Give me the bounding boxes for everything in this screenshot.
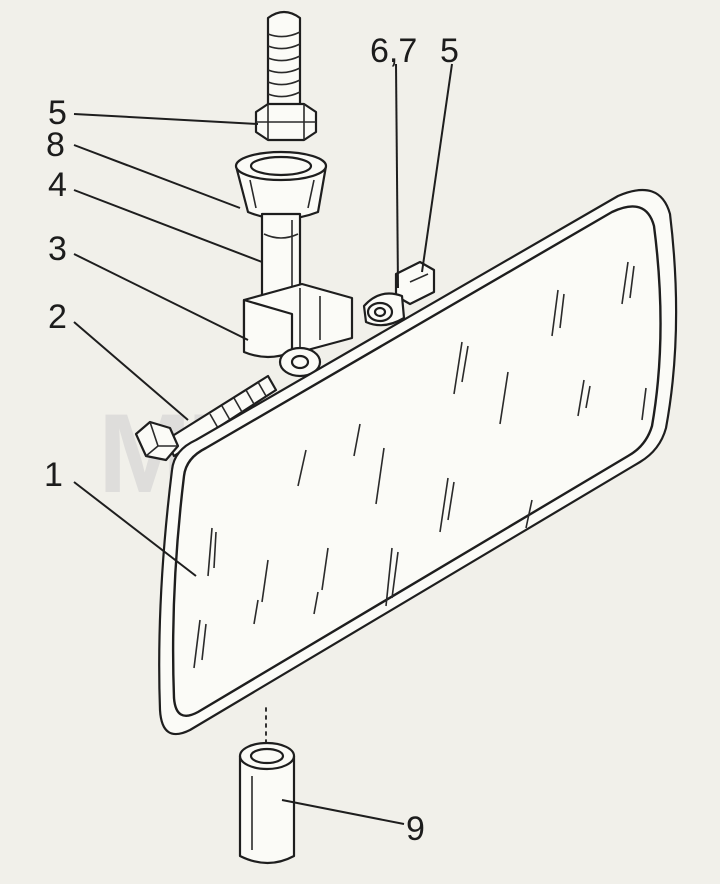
leader-1 <box>73 481 197 577</box>
bolt-icon <box>134 374 278 462</box>
clamp-nut-icon <box>362 260 436 327</box>
leader-8 <box>73 144 241 209</box>
callout-4: 4 <box>48 166 67 204</box>
threaded-rod-icon <box>266 10 302 117</box>
callout-3: 3 <box>48 230 67 268</box>
leader-5-top <box>73 113 259 125</box>
callout-5-top: 5 <box>48 94 67 132</box>
bracket-icon <box>242 282 354 378</box>
leader-3 <box>73 253 249 341</box>
cone-washer-icon <box>234 150 328 221</box>
callout-1: 1 <box>44 456 63 494</box>
leader-2 <box>73 321 189 421</box>
rod-shaft-icon <box>260 212 302 312</box>
hex-nut-icon <box>254 102 318 142</box>
callout-8: 8 <box>46 126 65 164</box>
leader-67 <box>395 63 399 289</box>
callout-labels: 5 8 4 3 2 1 6,7 5 9 <box>44 32 459 848</box>
leader-5-right <box>421 63 453 273</box>
mirror-assembly-icon <box>158 188 678 736</box>
callout-6-7: 6,7 <box>370 32 417 70</box>
callout-2: 2 <box>48 298 67 336</box>
leader-9 <box>281 799 405 825</box>
callout-9: 9 <box>406 810 425 848</box>
sleeve-icon <box>238 707 296 865</box>
callout-5-right: 5 <box>440 32 459 70</box>
leader-4 <box>73 189 263 263</box>
leader-lines <box>73 63 453 825</box>
